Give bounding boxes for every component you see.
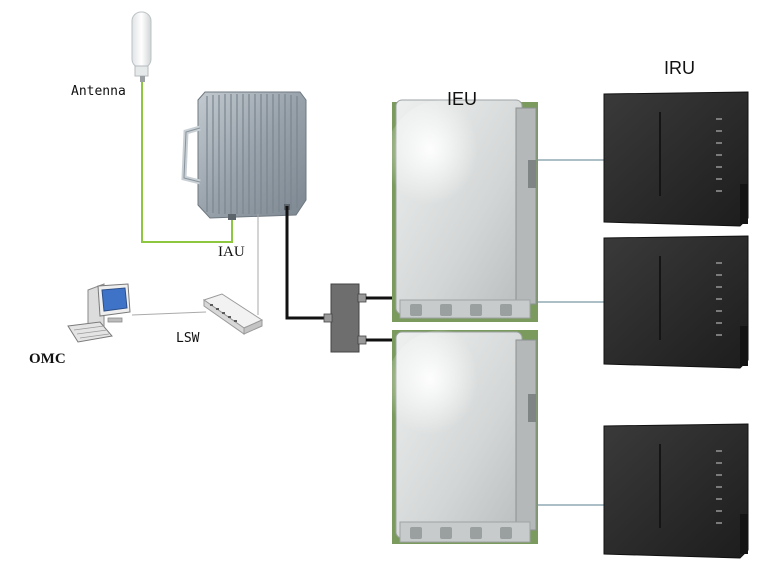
antenna-label: Antenna [71, 84, 126, 99]
omc-lsw-link [131, 311, 207, 316]
iau-label: IAU [218, 244, 245, 260]
lsw-label: LSW [176, 331, 200, 346]
omc-label: OMC [29, 351, 66, 367]
antenna-device [131, 11, 152, 82]
iru-device-3 [603, 423, 749, 559]
splitter-device [323, 283, 367, 353]
iru-label: IRU [664, 58, 695, 78]
iru-device-1 [603, 91, 749, 227]
ieu-device-1 [382, 99, 538, 322]
omc-computer [67, 283, 131, 343]
iau-splitter-cable [285, 206, 331, 320]
antenna-cable [141, 82, 233, 243]
ieu-label: IEU [447, 89, 478, 109]
iru-device-2 [603, 235, 749, 369]
iau-device [181, 91, 307, 220]
lsw-switch [202, 293, 264, 335]
ieu-device-2 [382, 330, 538, 544]
